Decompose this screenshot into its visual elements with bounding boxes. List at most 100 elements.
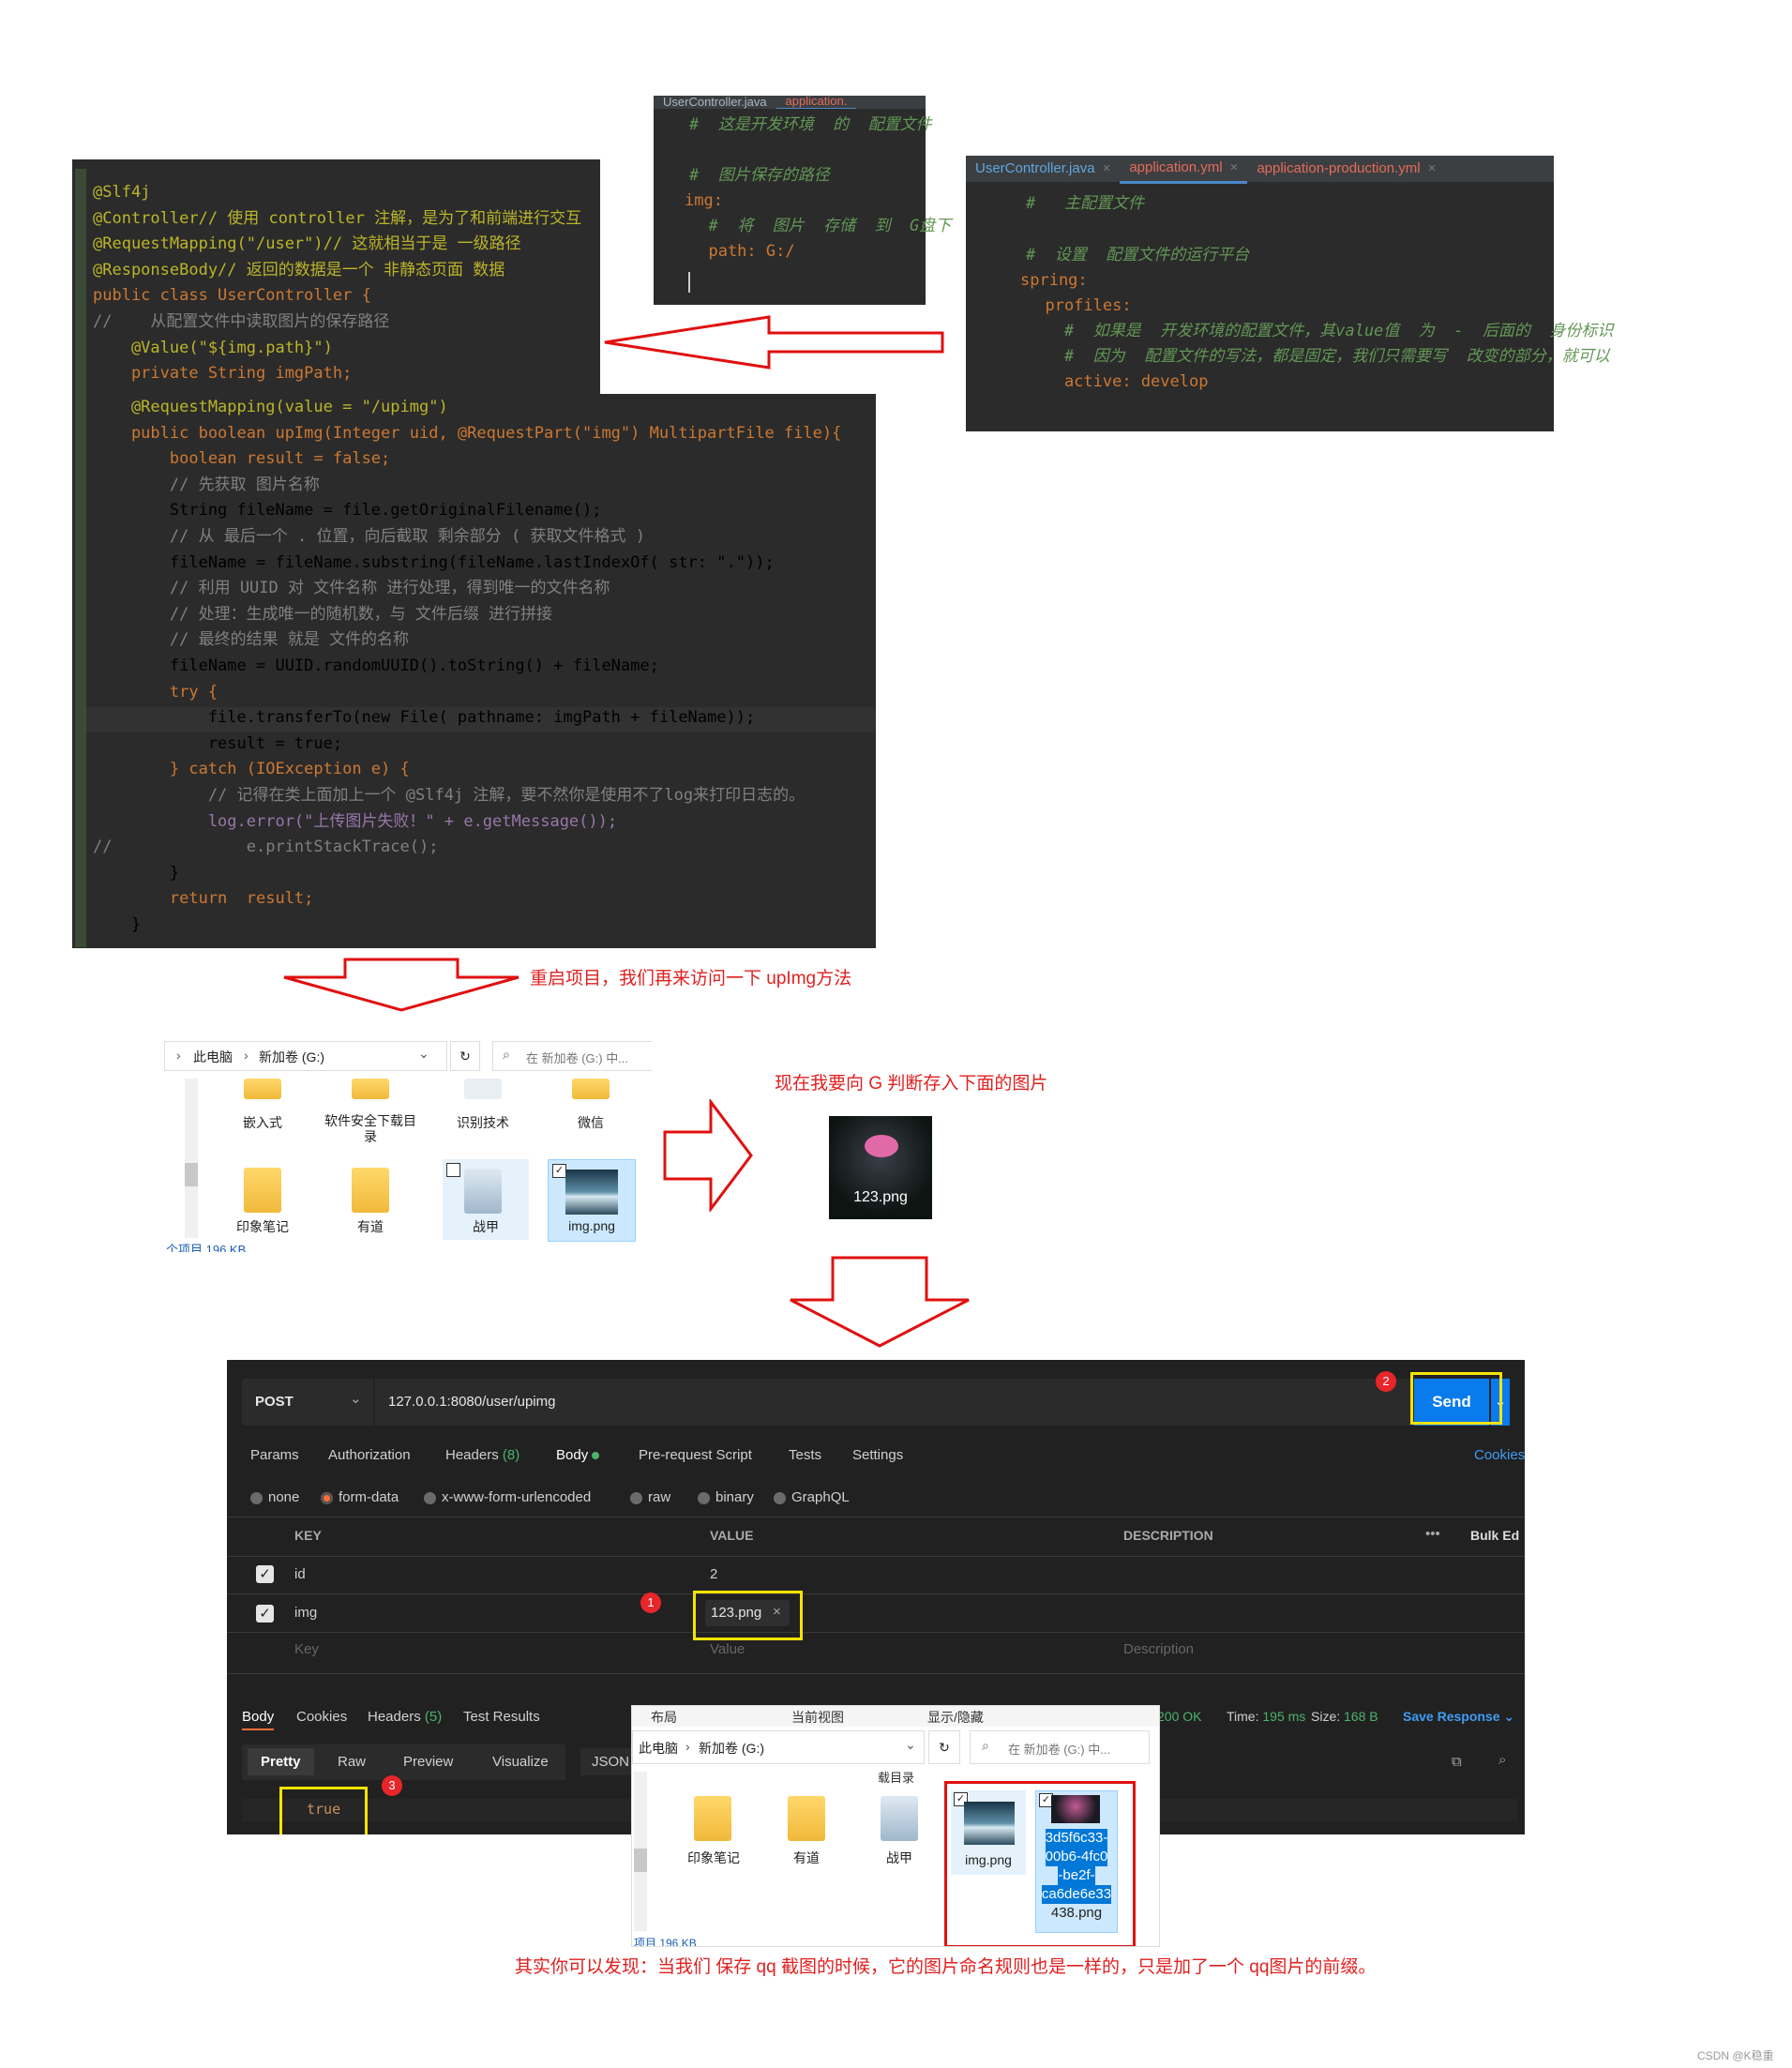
tab-application[interactable]: application. — [776, 96, 857, 109]
breadcrumb-item[interactable]: 新加卷 (G:) — [259, 1049, 324, 1064]
tab-authorization[interactable]: Authorization — [328, 1447, 411, 1463]
status-text: 项目 196 KB — [634, 1937, 697, 1947]
java-code: @Slf4j @Controller// 使用 controller 注解，是为… — [93, 180, 876, 940]
method-select[interactable]: POST ⌄ — [242, 1379, 373, 1426]
row-value[interactable]: 2 — [710, 1566, 718, 1582]
menu-current-view[interactable]: 当前视图 — [791, 1710, 844, 1725]
key-placeholder[interactable]: Key — [294, 1641, 319, 1657]
menu-layout[interactable]: 布局 — [651, 1710, 677, 1725]
tab-tests[interactable]: Tests — [789, 1447, 822, 1463]
menu-show-hide[interactable]: 显示/隐藏 — [927, 1710, 984, 1725]
radio-form-data[interactable]: form-data — [321, 1489, 399, 1505]
file-item[interactable]: ✓ img.png — [951, 1790, 1026, 1875]
code-line: } — [93, 863, 180, 883]
row-checkbox[interactable]: ✓ — [256, 1565, 274, 1583]
folder-icon — [464, 1079, 502, 1099]
yaml-dev-tabs: UserController.java application. — [654, 96, 926, 109]
resp-tab-tests[interactable]: Test Results — [463, 1709, 540, 1725]
description-placeholder[interactable]: Description — [1123, 1641, 1195, 1657]
resp-tab-cookies[interactable]: Cookies — [296, 1709, 348, 1725]
scrollbar[interactable] — [634, 1772, 647, 1931]
explorer-address-bar[interactable]: 此电脑 › 新加卷 (G:) ⌄ — [632, 1730, 925, 1764]
more-options-icon[interactable]: ••• — [1425, 1526, 1440, 1542]
folder-label: 微信 — [578, 1115, 604, 1130]
file-chip[interactable]: 123.png × — [705, 1600, 790, 1626]
close-icon[interactable]: × — [1427, 160, 1437, 176]
new-file-name: 3d5f6c33- 00b6-4fc0 -be2f- ca6de6e33 438… — [1039, 1829, 1114, 1923]
radio-raw[interactable]: raw — [630, 1489, 670, 1505]
cookies-link[interactable]: Cookies — [1474, 1447, 1525, 1463]
breadcrumb-item[interactable]: 此电脑 — [639, 1741, 678, 1756]
status-text: 个项目 196 KB — [166, 1243, 247, 1252]
radio-none[interactable]: none — [250, 1489, 299, 1505]
format-json[interactable]: JSON — [580, 1748, 641, 1775]
tree-icon — [865, 1135, 898, 1157]
close-icon[interactable]: × — [1102, 160, 1111, 176]
scrollbar-thumb[interactable] — [185, 1163, 198, 1186]
chevron-down-icon[interactable]: ⌄ — [418, 1046, 429, 1061]
tab-application-yml[interactable]: application.yml× — [1120, 155, 1248, 184]
tab-settings[interactable]: Settings — [852, 1447, 904, 1463]
code-line: @Controller// 使用 controller 注解，是为了和前端进行交… — [93, 208, 582, 228]
close-icon[interactable]: × — [773, 1604, 781, 1620]
breadcrumb-item[interactable]: 新加卷 (G:) — [699, 1741, 764, 1756]
row-key[interactable]: img — [294, 1605, 318, 1621]
file-item[interactable]: ✓ img.png — [548, 1159, 636, 1242]
close-icon[interactable]: × — [1229, 158, 1239, 175]
view-visualize[interactable]: Visualize — [492, 1754, 549, 1770]
tab-application-production[interactable]: application-production.yml× — [1247, 156, 1445, 182]
view-preview[interactable]: Preview — [403, 1754, 454, 1770]
name-line: ca6de6e33 — [1041, 1885, 1112, 1904]
file-highlight — [693, 1591, 803, 1640]
resp-tab-body[interactable]: Body — [242, 1709, 275, 1730]
bulk-edit-button[interactable]: Bulk Ed — [1470, 1528, 1520, 1543]
search-input[interactable]: ⌕ 在 新加卷 (G:) 中... — [970, 1730, 1150, 1764]
value-placeholder[interactable]: Value — [710, 1641, 745, 1657]
radio-icon — [250, 1491, 263, 1504]
explorer-bottom: 布局 当前视图 显示/隐藏 此电脑 › 新加卷 (G:) ⌄ ↻ ⌕ 在 新加卷… — [631, 1705, 1160, 1947]
code-line: } catch (IOException e) { — [93, 760, 410, 779]
radio-binary[interactable]: binary — [698, 1489, 754, 1505]
save-response-button[interactable]: Save Response ⌄ — [1403, 1709, 1514, 1725]
send-button[interactable]: Send — [1414, 1379, 1489, 1426]
file-item-new[interactable]: ✓ 3d5f6c33- 00b6-4fc0 -be2f- ca6de6e33 4… — [1035, 1790, 1118, 1933]
code-line: # 主配置文件 — [1026, 194, 1144, 213]
folder-label: 印象笔记 — [236, 1219, 289, 1234]
view-raw[interactable]: Raw — [338, 1754, 367, 1770]
refresh-button[interactable]: ↻ — [450, 1041, 480, 1071]
tab-prerequest[interactable]: Pre-request Script — [639, 1447, 752, 1463]
row-checkbox[interactable]: ✓ — [256, 1605, 274, 1623]
scrollbar-thumb[interactable] — [634, 1849, 647, 1872]
folder-icon — [788, 1796, 825, 1841]
breadcrumb-item[interactable]: 此电脑 — [193, 1049, 233, 1064]
item-checkbox[interactable]: ✓ — [552, 1164, 566, 1178]
scrollbar[interactable] — [185, 1079, 198, 1238]
url-input[interactable]: 127.0.0.1:8080/user/upimg — [375, 1379, 1414, 1426]
copy-icon[interactable]: ⧉ — [1452, 1754, 1462, 1770]
folder-item[interactable]: 战甲 — [443, 1159, 529, 1240]
column-header: VALUE — [710, 1528, 754, 1543]
resp-tab-headers[interactable]: Headers (5) — [368, 1709, 442, 1725]
new-file-highlight — [944, 1781, 1136, 1946]
radio-label: x-www-form-urlencoded — [442, 1489, 592, 1505]
explorer-address-bar[interactable]: › 此电脑 › 新加卷 (G:) ⌄ — [164, 1041, 447, 1071]
view-pretty[interactable]: Pretty — [248, 1748, 314, 1775]
chevron-down-icon[interactable]: ⌄ — [905, 1737, 916, 1752]
row-key[interactable]: id — [294, 1566, 306, 1582]
item-checkbox[interactable] — [446, 1163, 460, 1177]
radio-graphql[interactable]: GraphQL — [774, 1489, 850, 1505]
tab-headers[interactable]: Headers (8) — [445, 1447, 520, 1463]
search-icon[interactable]: ⌕ — [1498, 1752, 1507, 1768]
tab-body[interactable]: Body — [556, 1447, 600, 1463]
tab-usercontroller[interactable]: UserController.java — [663, 96, 767, 109]
refresh-button[interactable]: ↻ — [928, 1730, 960, 1764]
annotation-save-to-g: 现在我要向 G 判断存入下面的图片 — [775, 1074, 1048, 1094]
folder-icon — [694, 1796, 731, 1841]
tab-usercontroller[interactable]: UserController.java× — [966, 156, 1120, 182]
name-line: 00b6-4fc0 — [1045, 1848, 1108, 1866]
folder-label: 战甲 — [473, 1219, 499, 1234]
down-arrow-icon — [790, 1256, 970, 1348]
search-input[interactable]: ⌕ 在 新加卷 (G:) 中... — [492, 1041, 652, 1071]
tab-params[interactable]: Params — [250, 1447, 299, 1463]
radio-urlencoded[interactable]: x-www-form-urlencoded — [424, 1489, 591, 1505]
